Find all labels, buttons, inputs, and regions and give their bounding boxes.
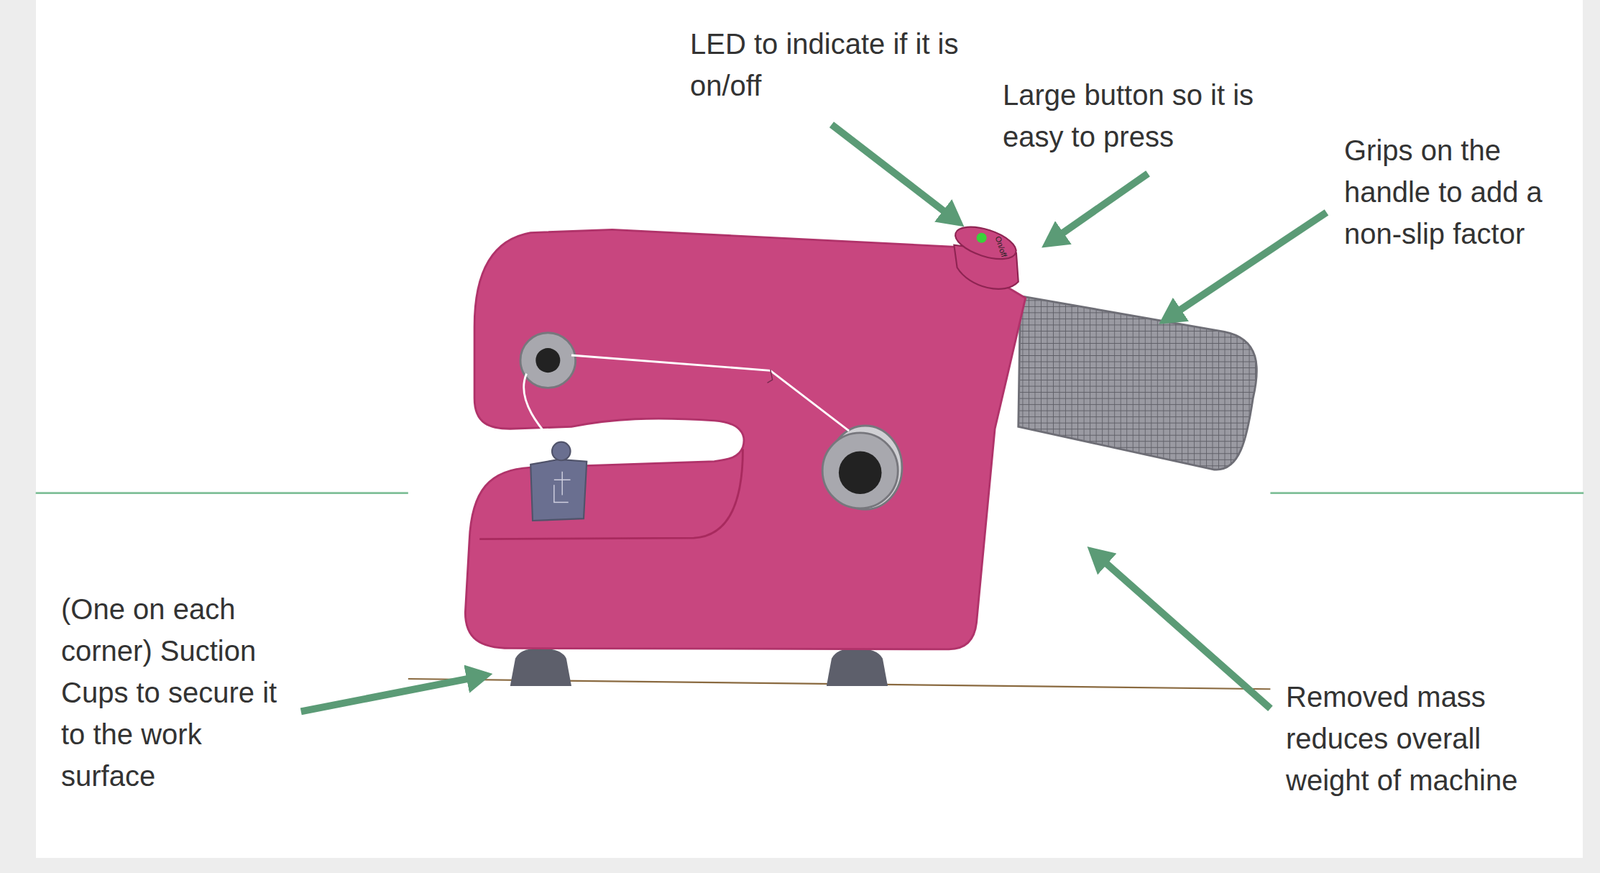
- suction-cup: [826, 647, 888, 686]
- spool-hole: [535, 347, 560, 373]
- arm-edge: [479, 449, 743, 540]
- suction-cup: [510, 647, 572, 686]
- thread-guide: [767, 369, 773, 383]
- divider-line: [1270, 491, 1584, 494]
- leader-arrow: [1050, 173, 1148, 242]
- callout-label: Grips on the handle to add a non-slip fa…: [1344, 129, 1560, 255]
- needle: [554, 471, 571, 503]
- spool: [822, 432, 898, 509]
- callout-label: LED to indicate if it is on/off: [690, 23, 964, 107]
- leader-arrow: [1167, 212, 1327, 319]
- callout-label: Removed mass reduces overall weight of m…: [1285, 675, 1520, 801]
- leader-arrow: [831, 124, 956, 220]
- needle-clamp: [552, 442, 571, 461]
- callout-label: (One on each corner) Suction Cups to sec…: [61, 587, 295, 797]
- thread: [571, 355, 849, 431]
- handle-grip: [1018, 296, 1258, 470]
- leader-arrow: [1094, 552, 1271, 708]
- machine-body: [465, 229, 1025, 649]
- callout-label: Large button so it is easy to press: [1002, 74, 1284, 158]
- presser-foot: [530, 459, 587, 521]
- thread: [523, 373, 558, 448]
- led-light: [976, 232, 987, 243]
- spool: [520, 332, 576, 389]
- leader-arrow: [301, 675, 484, 712]
- button-top: [951, 220, 1020, 266]
- spool-hole: [838, 450, 882, 494]
- divider-line: [35, 491, 409, 494]
